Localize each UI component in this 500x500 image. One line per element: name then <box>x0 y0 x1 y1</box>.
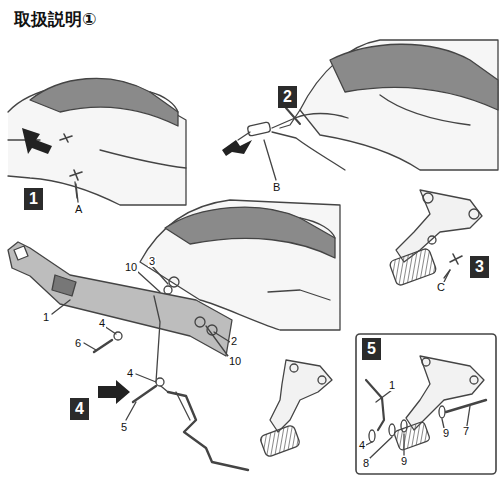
part-letter: B <box>272 182 281 193</box>
callout-number: 4 <box>358 440 366 451</box>
callout-number: 8 <box>362 458 370 469</box>
step-number: 2 <box>283 88 292 105</box>
step-box: 5 <box>362 338 381 360</box>
step-number: 3 <box>475 258 484 275</box>
step-box: 4 <box>70 398 89 420</box>
step-number: 4 <box>75 400 84 417</box>
step-box: 3 <box>470 256 489 278</box>
callout-number: 5 <box>120 422 128 433</box>
part-letter: A <box>74 204 83 215</box>
part-letter: C <box>436 282 446 293</box>
callout-number: 1 <box>388 380 396 391</box>
callout-number: 4 <box>98 318 106 329</box>
step-box: 1 <box>24 188 43 210</box>
callout-number: 2 <box>230 336 238 347</box>
callout-number: 4 <box>126 368 134 379</box>
callout-number: 9 <box>442 428 450 439</box>
callout-number: 9 <box>400 456 408 467</box>
step-box: 2 <box>278 86 297 108</box>
callout-number: 10 <box>228 356 242 367</box>
title: 取扱説明① <box>14 8 96 31</box>
step-number: 1 <box>29 190 38 207</box>
callout-number: 3 <box>148 256 156 267</box>
callout-number: 7 <box>462 426 470 437</box>
callout-number: 10 <box>124 262 138 273</box>
callout-number: 1 <box>42 312 50 323</box>
step-number: 5 <box>367 340 376 357</box>
callout-number: 6 <box>74 338 82 349</box>
